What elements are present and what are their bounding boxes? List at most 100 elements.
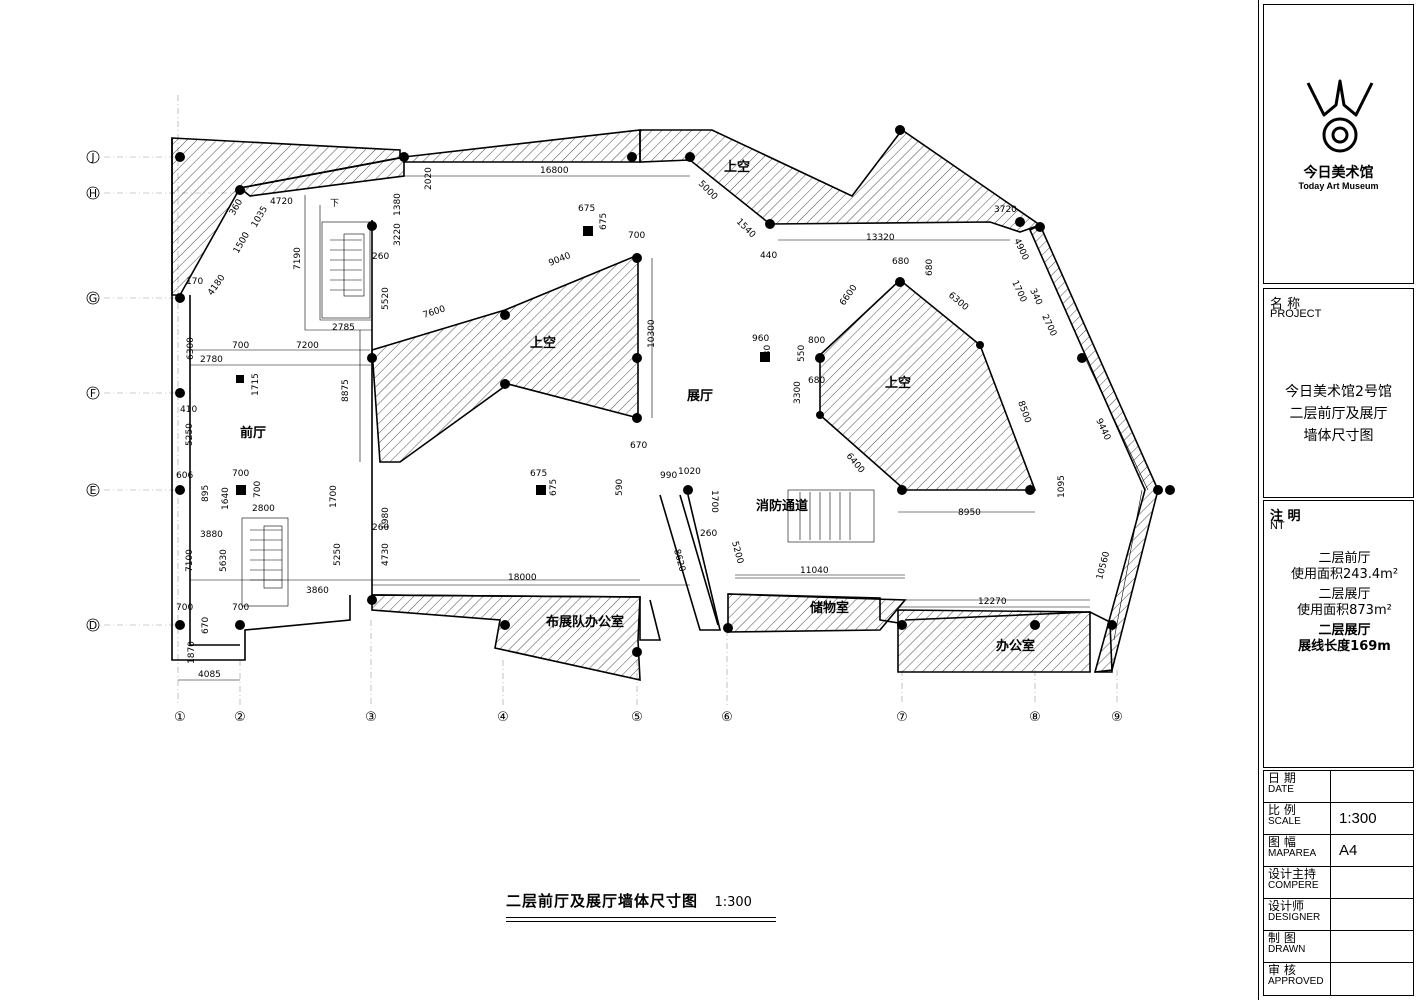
grid-col-2: ② xyxy=(234,710,246,725)
dimension-label: 440 xyxy=(760,251,777,261)
dimension-label: 1540 xyxy=(734,217,757,240)
dimension-label: 340 xyxy=(1027,287,1043,307)
dimension-label: 4180 xyxy=(206,273,227,298)
note-hall-length: 二层展厅 展线长度169m xyxy=(1298,623,1391,654)
dimension-label: 12270 xyxy=(978,597,1007,607)
dimension-label: 895 xyxy=(201,485,211,502)
dimension-label: 606 xyxy=(176,471,193,481)
dimension-label: 590 xyxy=(615,479,625,496)
dimension-label: 260 xyxy=(372,252,389,262)
dimension-label: 2785 xyxy=(332,323,355,333)
stairs-fire-exit xyxy=(787,489,875,543)
dimension-label: 680 xyxy=(925,259,935,276)
logo-name-en: Today Art Museum xyxy=(1298,181,1379,191)
grid-row-g: G xyxy=(89,292,98,305)
project-name: 今日美术馆2号馆 二层前厅及展厅 墙体尺寸图 xyxy=(1264,381,1413,447)
dimension-label: 6400 xyxy=(844,452,867,476)
dimension-label: 1095 xyxy=(1057,475,1067,498)
dimension-label: 7190 xyxy=(293,247,303,270)
wall-lines xyxy=(171,138,1113,673)
project-heading-en: PROJECT xyxy=(1270,308,1322,320)
dimension-label: 675 xyxy=(549,479,559,496)
dimension-label: 7200 xyxy=(296,341,319,351)
office-block xyxy=(897,609,1091,673)
room-lobby: 前厅 xyxy=(240,425,266,441)
dimension-label: 670 xyxy=(630,441,647,451)
grid-row-e: E xyxy=(90,484,97,497)
nw-corner-wall xyxy=(171,137,401,296)
dimension-label: 1640 xyxy=(221,487,231,510)
dimension-label: 5000 xyxy=(696,179,719,202)
dimension-label: 680 xyxy=(808,376,825,386)
grid-row-labels: J H G F E D xyxy=(86,150,100,632)
grid-col-7: ⑦ xyxy=(896,710,908,725)
dimension-label: 8620 xyxy=(671,548,687,573)
dimension-label: 1500 xyxy=(232,230,252,255)
north-wall-b xyxy=(403,129,641,163)
stair-down-label: 下 xyxy=(330,199,339,209)
dimension-label: 6600 xyxy=(838,283,859,308)
dimension-label: 260 xyxy=(372,523,389,533)
dimension-label: 3880 xyxy=(200,530,223,540)
dimension-label: 9040 xyxy=(547,251,572,269)
drawing-title-scale: 1:300 xyxy=(714,895,752,910)
dimension-label: 4085 xyxy=(198,670,221,680)
logo-name-cn: 今日美术馆 xyxy=(1303,165,1374,181)
museum-logo-icon xyxy=(1306,79,1374,153)
grid-col-3: ③ xyxy=(365,710,377,725)
dimension-label: 6300 xyxy=(186,337,196,360)
dimension-label: 3860 xyxy=(306,586,329,596)
dimension-label: 700 xyxy=(232,469,249,479)
floor-plan-drawing: J H G F E D ① ② ③ ④ ⑤ ⑥ ⑦ ⑧ ⑨ xyxy=(86,95,1175,725)
room-void-central: 上空 xyxy=(530,335,556,351)
grid-row-h: H xyxy=(89,187,97,200)
grid-row-f: F xyxy=(90,387,96,400)
dimension-label: 170 xyxy=(186,277,203,287)
dimension-texts: 16800 2020 4720 1380 3220 7190 5520 2785… xyxy=(176,166,1112,680)
title-underline xyxy=(506,917,776,918)
central-void xyxy=(371,253,639,463)
dimension-label: 700 xyxy=(232,603,249,613)
dimension-label: 1035 xyxy=(250,205,270,230)
dimension-label: 990 xyxy=(660,471,677,481)
room-storage: 储物室 xyxy=(809,600,849,616)
dimension-label: 3300 xyxy=(793,381,803,404)
room-fire-exit: 消防通道 xyxy=(756,498,808,514)
grid-row-d: D xyxy=(89,619,97,632)
dimension-label: 5200 xyxy=(729,540,745,565)
dimension-label: 16800 xyxy=(540,166,569,176)
dimension-label: 18000 xyxy=(508,573,537,583)
dimension-label: 9440 xyxy=(1093,417,1112,442)
dimension-label: 410 xyxy=(180,405,197,415)
room-office: 办公室 xyxy=(996,638,1035,654)
dimension-label: 2020 xyxy=(424,167,434,190)
dimension-label: 1980 xyxy=(381,507,391,530)
dimension-label: 4730 xyxy=(381,543,391,566)
dimension-label: 4900 xyxy=(1011,237,1030,262)
columns xyxy=(175,125,1175,657)
grid-col-4: ④ xyxy=(497,710,509,725)
stairs-west: 下 xyxy=(321,199,371,319)
hatched-walls xyxy=(171,128,1159,682)
logo-cell: 今日美术馆 Today Art Museum xyxy=(1263,4,1414,284)
room-labels: 前厅 展厅 上空 上空 上空 布展队办公室 储物室 办公室 消防通道 xyxy=(240,159,1035,654)
dimension-label: 700 xyxy=(176,603,193,613)
dimension-label: 700 xyxy=(628,231,645,241)
drawing-title-bar: 二层前厅及展厅墙体尺寸图 1:300 xyxy=(506,890,776,922)
grid-col-6: ⑥ xyxy=(721,710,733,725)
dimension-label: 1380 xyxy=(393,193,403,216)
note-lobby: 二层前厅 使用面积243.4m² xyxy=(1290,551,1399,582)
dimension-label: 960 xyxy=(752,334,769,344)
notes-heading-cn: 注 明 xyxy=(1270,509,1301,524)
dimension-label: 700 xyxy=(232,341,249,351)
dimension-label: 8875 xyxy=(341,379,351,402)
dimension-label: 3220 xyxy=(393,223,403,246)
dimension-label: 675 xyxy=(578,204,595,214)
dimension-label: 2780 xyxy=(200,355,223,365)
dimension-label: 2800 xyxy=(252,504,275,514)
